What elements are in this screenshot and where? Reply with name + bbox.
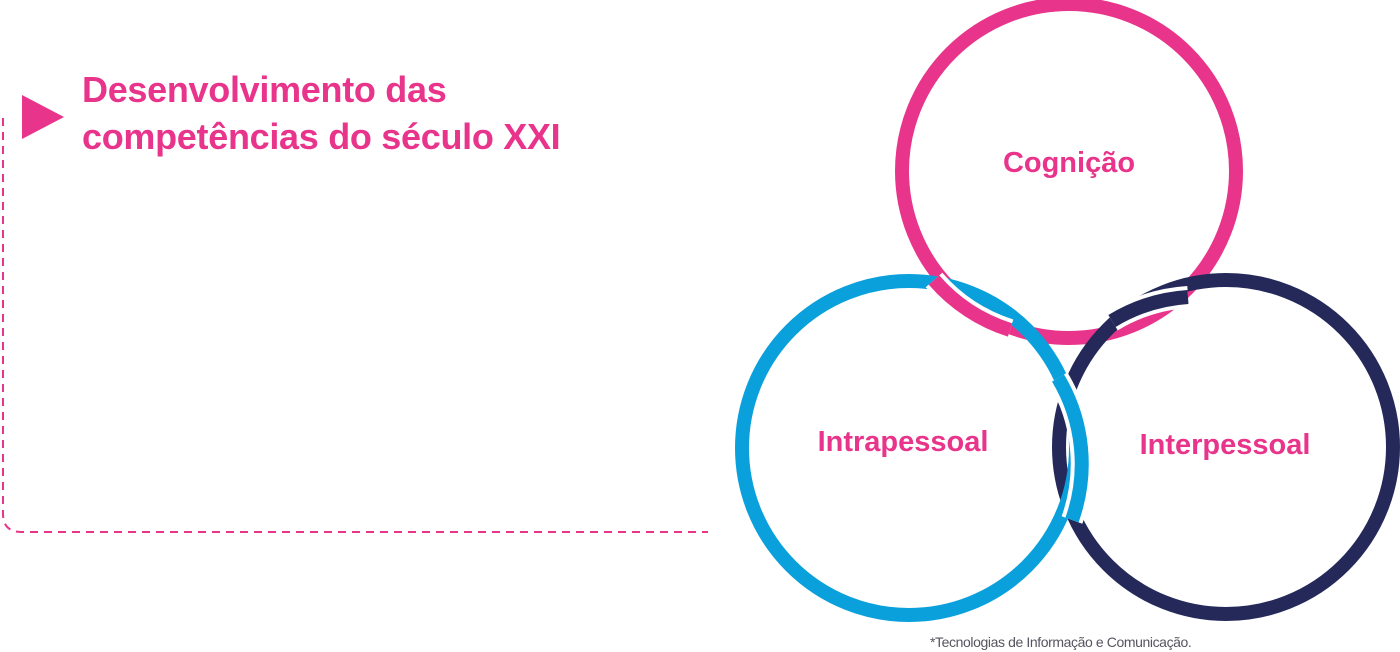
page-title-line-1: Desenvolvimento das — [82, 69, 447, 110]
circle-cognicao — [895, 0, 1243, 345]
play-triangle-icon — [22, 95, 64, 139]
dashed-frame-line — [2, 118, 708, 533]
label-cognicao: Cognição — [1003, 147, 1135, 179]
circle-interpessoal — [1052, 273, 1400, 621]
label-intrapessoal: Intrapessoal — [818, 426, 989, 458]
interlace-overlays — [925, 272, 1189, 524]
page-title: Desenvolvimento das competências do sécu… — [82, 66, 702, 160]
page-title-line-2: competências do século XXI — [82, 116, 561, 157]
label-interpessoal: Interpessoal — [1140, 429, 1311, 461]
footnote: *Tecnologias de Informação e Comunicação… — [930, 634, 1192, 650]
